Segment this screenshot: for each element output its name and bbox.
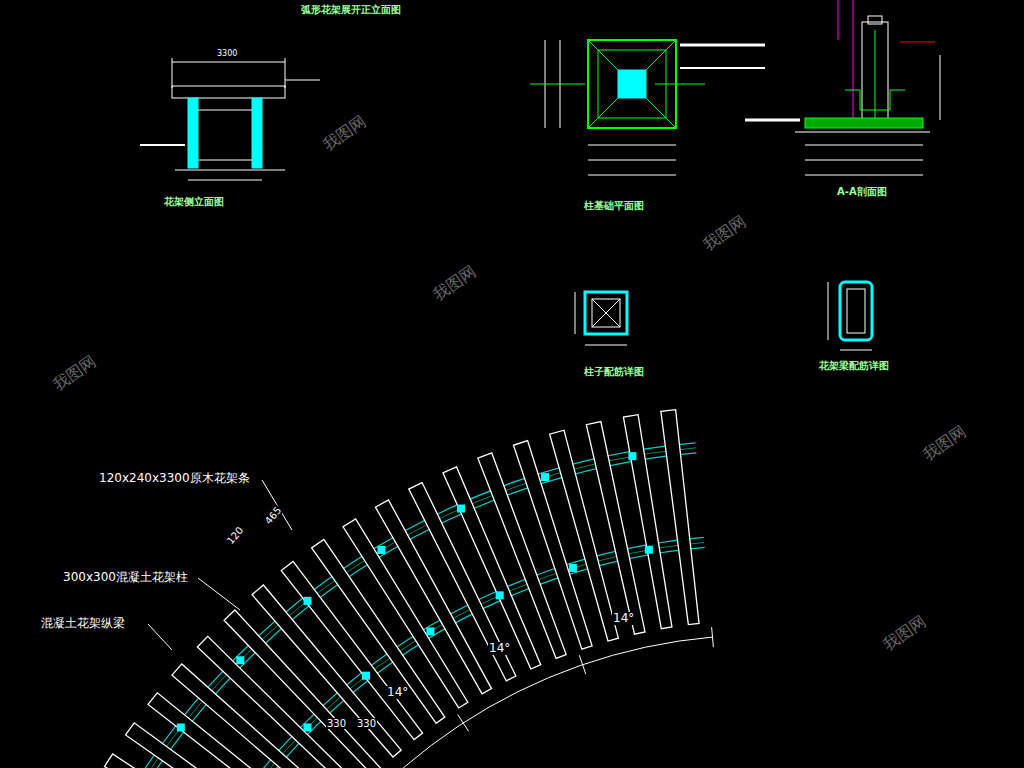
column-mark [303, 723, 311, 731]
column-mark [457, 505, 465, 513]
rafter [197, 636, 361, 768]
dimension-label: 330 [326, 718, 347, 729]
column-mark [362, 672, 370, 680]
drawing-title: 柱基础平面图 [583, 200, 645, 211]
column-mark [645, 546, 653, 554]
watermark: 我图网 [320, 112, 369, 154]
watermark: 我图网 [50, 352, 99, 394]
drawing-title: 花架侧立面图 [163, 196, 225, 207]
arc-line [279, 637, 713, 768]
dimension-label: 465 [262, 504, 284, 527]
dimension-label: 120 [224, 524, 246, 547]
dim-tick [458, 715, 469, 732]
drawing-title: 花架梁配筋详图 [818, 360, 890, 371]
drawing-title: A-A剖面图 [836, 186, 888, 197]
watermark: 我图网 [700, 212, 749, 254]
dimension-label: 14° [612, 612, 635, 625]
rafter [586, 422, 645, 635]
column-mark [496, 591, 504, 599]
rafter [661, 410, 699, 625]
column-mark [177, 723, 185, 731]
dimension-label: 300x300混凝土花架柱 [62, 571, 189, 584]
curved-pergola-plan [85, 410, 713, 768]
column-mark [569, 564, 577, 572]
dimension-label: 14° [488, 642, 511, 655]
dimension-label: 330 [356, 718, 377, 729]
dim-tick [579, 655, 586, 674]
drawing-title: 弧形花架展开正立面图 [300, 4, 402, 15]
column-mark [236, 656, 244, 664]
foundation-plan [530, 40, 765, 175]
dimension-label: 14° [386, 686, 409, 699]
column-mark [628, 452, 636, 460]
rafter [623, 415, 671, 629]
dimension-label: 3300 [216, 50, 238, 59]
column-mark [377, 546, 385, 554]
dim-tick [712, 627, 714, 647]
drawing-title: 柱子配筋详图 [583, 366, 645, 377]
column-mark [303, 597, 311, 605]
watermark: 我图网 [920, 422, 969, 464]
dimension-label: 混凝土花架纵梁 [40, 617, 126, 630]
watermark: 我图网 [880, 612, 929, 654]
column-mark [541, 473, 549, 481]
column-mark [426, 627, 434, 635]
watermark: 我图网 [430, 262, 479, 304]
dimension-label: 120x240x3300原木花架条 [98, 472, 251, 485]
section-a-a [745, 0, 940, 175]
leader-lines [148, 480, 292, 650]
rafter [105, 754, 293, 768]
side-elevation [140, 58, 320, 180]
column-rebar-detail [575, 292, 627, 345]
beam-rebar-detail [828, 282, 872, 350]
